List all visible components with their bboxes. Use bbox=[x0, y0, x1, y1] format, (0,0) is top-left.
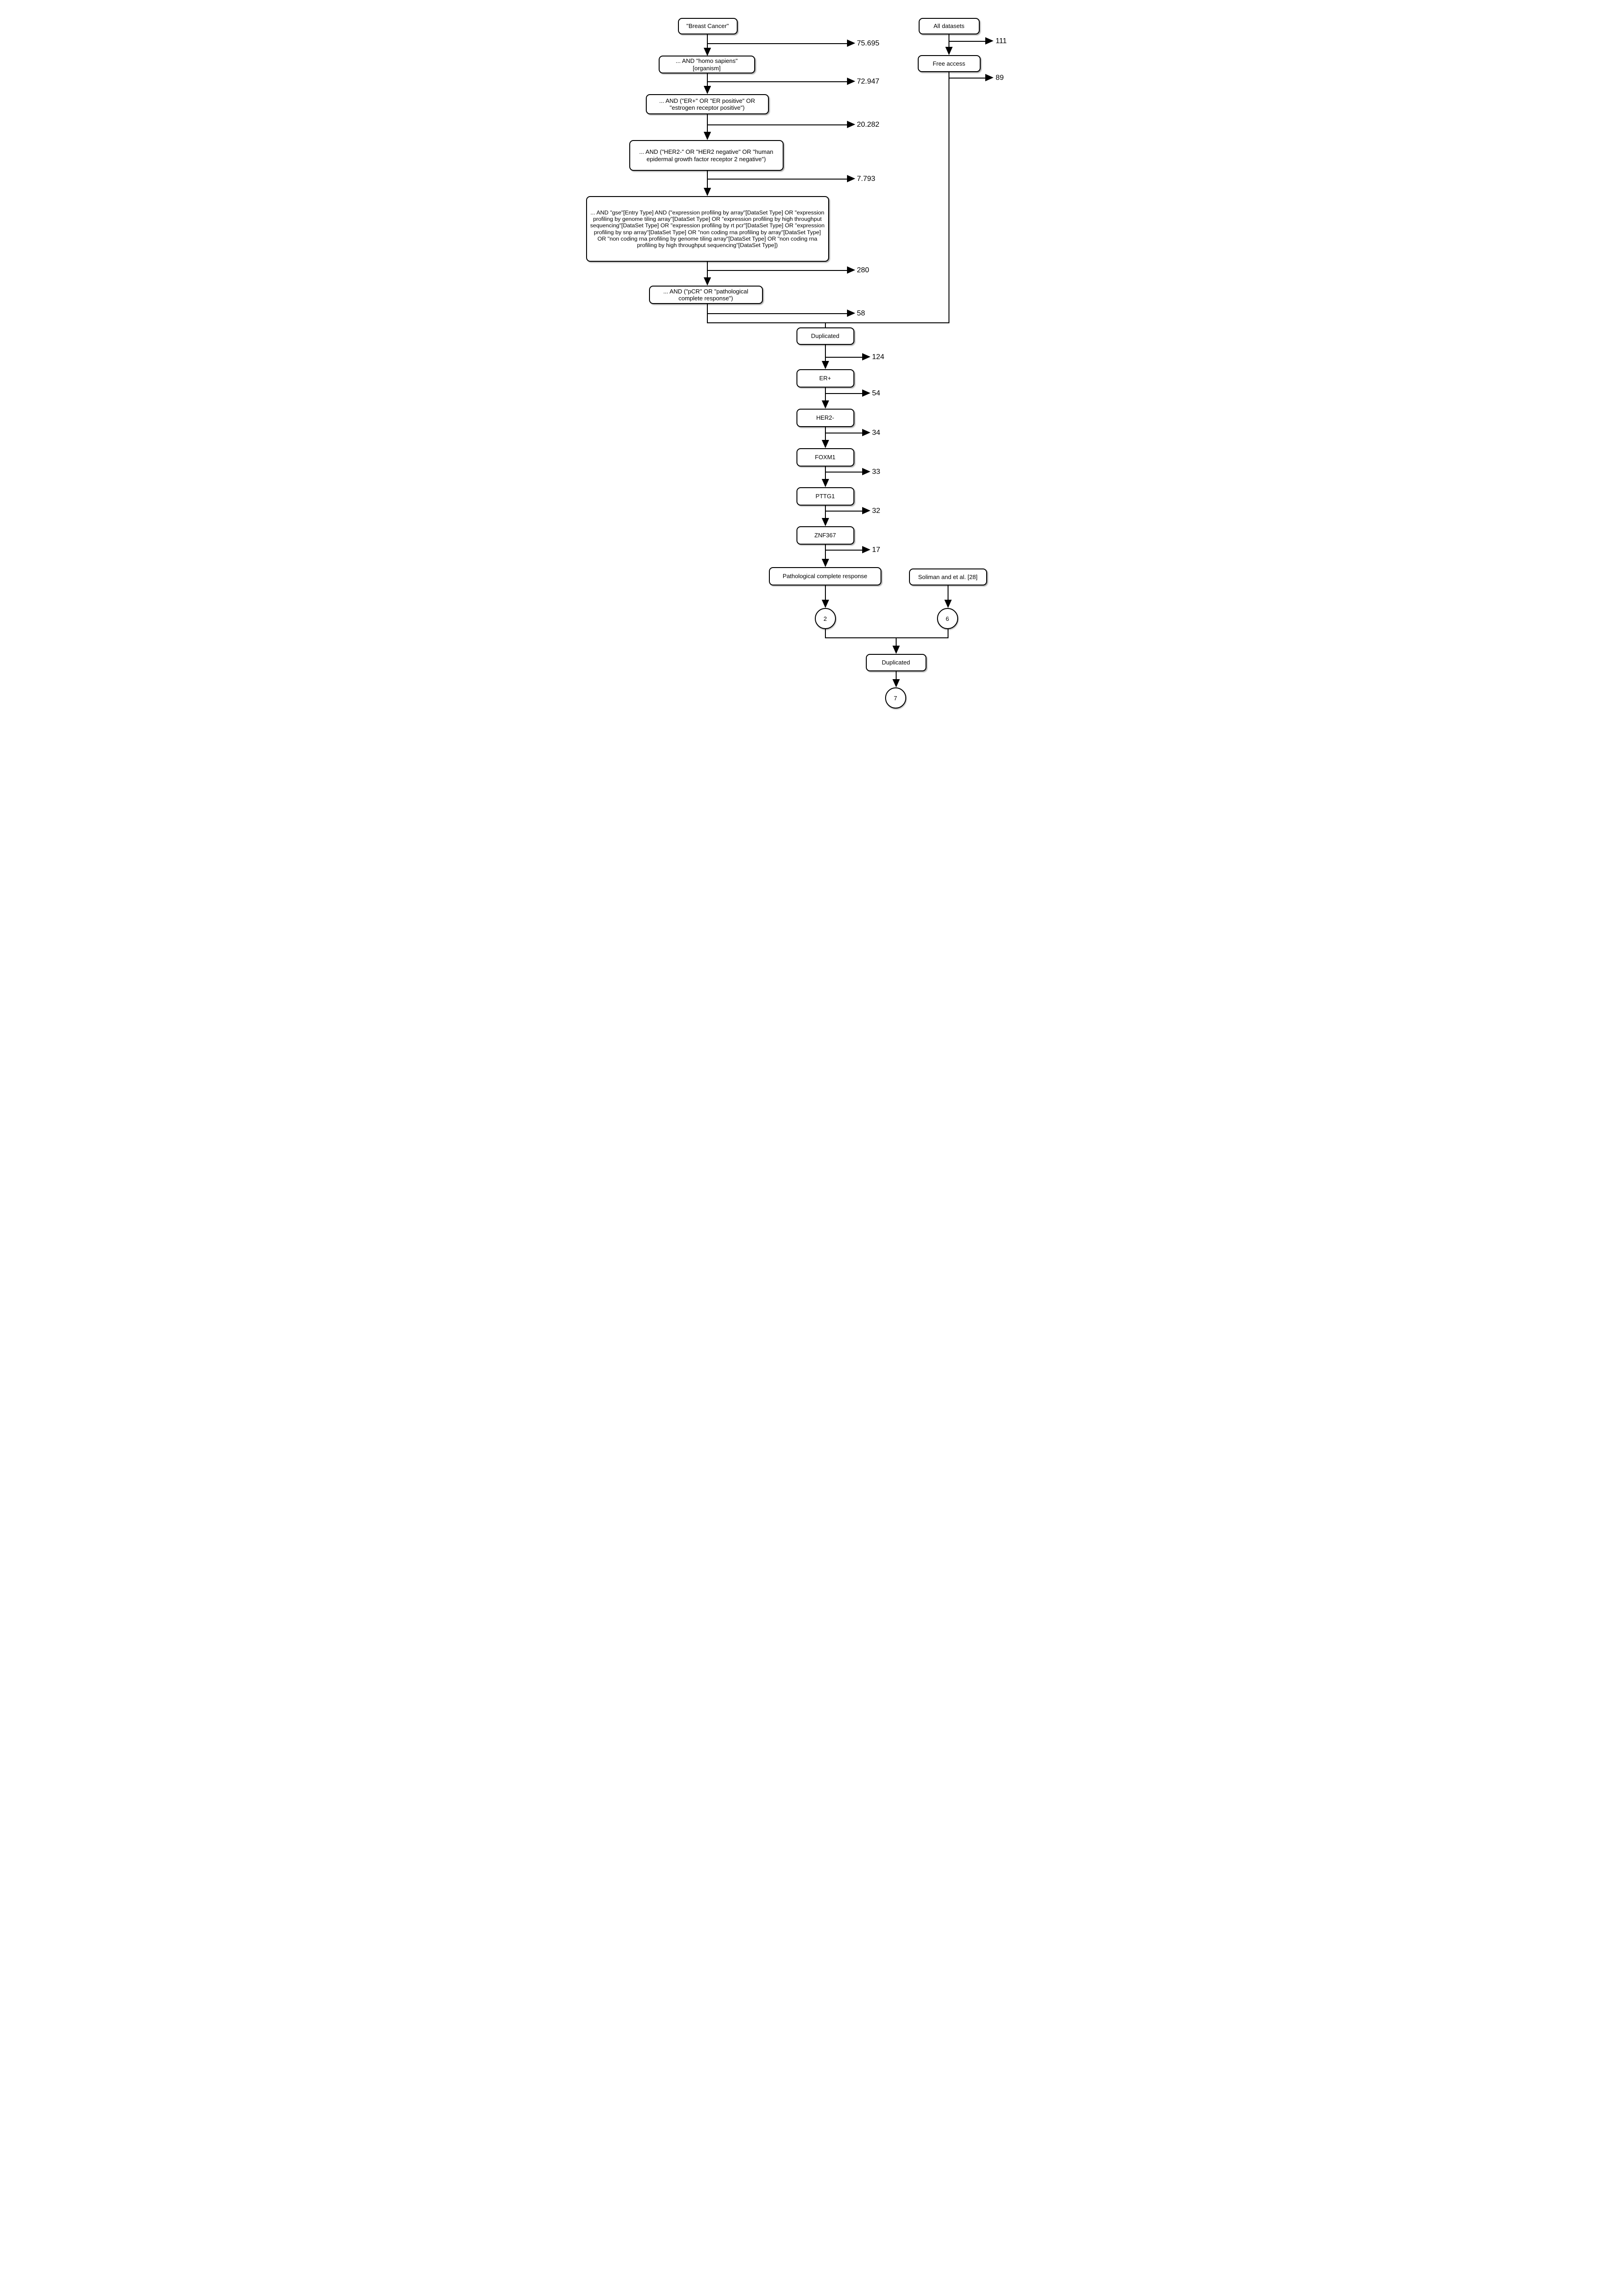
connector-homo-to-er bbox=[706, 73, 708, 87]
count-label: 34 bbox=[872, 429, 881, 437]
branch-pttg1-excluded bbox=[825, 511, 863, 512]
arrowhead-right-icon bbox=[862, 546, 870, 553]
arrowhead-right-icon bbox=[862, 468, 870, 475]
node-duplicated-final: Duplicated bbox=[865, 654, 926, 671]
node-result-pcr-circle: 2 bbox=[814, 608, 836, 629]
merge-line-results bbox=[825, 637, 949, 638]
arrowhead-down-icon bbox=[821, 361, 829, 369]
connector-soliman-to-circle6 bbox=[947, 585, 949, 601]
arrowhead-down-icon bbox=[821, 600, 829, 608]
arrowhead-down-icon bbox=[892, 646, 900, 654]
arrowhead-down-icon bbox=[821, 440, 829, 448]
node-er-query: ... AND ("ER+" OR "ER positive" OR "estr… bbox=[645, 94, 769, 114]
node-her2-query: ... AND ("HER2-" OR "HER2 negative" OR "… bbox=[629, 140, 784, 171]
flowchart-canvas: "Breast Cancer" ... AND "homo sapiens" [… bbox=[569, 0, 1029, 724]
node-er-plus: ER+ bbox=[796, 369, 854, 388]
node-pcr-query: ... AND ("pCR" OR "pathological complete… bbox=[649, 286, 763, 304]
node-free-access: Free access bbox=[917, 55, 981, 72]
arrowhead-down-icon bbox=[821, 479, 829, 487]
count-label: 7.793 bbox=[857, 175, 875, 183]
count-label: 72.947 bbox=[857, 78, 880, 85]
count-label: 17 bbox=[872, 546, 881, 554]
arrowhead-down-icon bbox=[703, 188, 711, 196]
arrowhead-down-icon bbox=[703, 48, 711, 56]
connector-circle6-to-merge bbox=[947, 629, 949, 638]
count-label: 33 bbox=[872, 468, 881, 476]
arrowhead-down-icon bbox=[703, 277, 711, 286]
arrowhead-right-icon bbox=[985, 37, 994, 45]
connector-pcrfinal-to-circle2 bbox=[824, 585, 826, 601]
arrowhead-right-icon bbox=[862, 429, 870, 436]
count-label: 280 bbox=[857, 266, 870, 274]
count-label: 124 bbox=[872, 353, 885, 361]
count-label: 20.282 bbox=[857, 121, 880, 129]
arrowhead-right-icon bbox=[847, 78, 855, 85]
connector-znf367-to-pcrfinal bbox=[824, 545, 826, 560]
arrowhead-down-icon bbox=[703, 132, 711, 140]
branch-duplicated-excluded bbox=[825, 357, 863, 358]
arrowhead-right-icon bbox=[862, 353, 870, 360]
arrowhead-right-icon bbox=[847, 39, 855, 47]
branch-pcr-excluded bbox=[707, 313, 847, 314]
count-label: 89 bbox=[995, 74, 1004, 82]
node-soliman: Soliman and et al. [28] bbox=[909, 568, 987, 585]
node-all-datasets: All datasets bbox=[918, 18, 980, 34]
node-result-final-circle: 7 bbox=[885, 687, 906, 709]
connector-erplus-to-her2minus bbox=[824, 388, 826, 401]
arrowhead-right-icon bbox=[847, 121, 855, 128]
arrowhead-right-icon bbox=[847, 310, 855, 317]
arrowhead-right-icon bbox=[985, 74, 994, 81]
arrowhead-down-icon bbox=[945, 47, 953, 55]
arrowhead-down-icon bbox=[821, 559, 829, 567]
count-label: 54 bbox=[872, 389, 881, 397]
arrowhead-down-icon bbox=[821, 518, 829, 526]
branch-breast-excluded bbox=[707, 43, 847, 44]
arrowhead-right-icon bbox=[862, 507, 870, 514]
arrowhead-down-icon bbox=[892, 679, 900, 687]
branch-erplus-excluded bbox=[825, 393, 863, 394]
arrowhead-down-icon bbox=[703, 86, 711, 94]
branch-er-excluded bbox=[707, 124, 847, 125]
node-result-soliman-circle: 6 bbox=[937, 608, 958, 629]
count-label: 58 bbox=[857, 310, 865, 317]
branch-freeaccess-excluded bbox=[949, 78, 986, 79]
node-pcr-final: Pathological complete response bbox=[768, 567, 881, 585]
branch-homo-excluded bbox=[707, 81, 847, 82]
count-label: 32 bbox=[872, 507, 881, 515]
merge-line-search bbox=[707, 322, 949, 323]
count-label: 111 bbox=[995, 37, 1007, 45]
branch-alldatasets-excluded bbox=[949, 41, 986, 42]
arrowhead-right-icon bbox=[847, 266, 855, 274]
node-znf367: ZNF367 bbox=[796, 526, 854, 545]
count-label: 75.695 bbox=[857, 39, 880, 47]
arrowhead-down-icon bbox=[821, 400, 829, 409]
node-homo-sapiens: ... AND "homo sapiens" [organism] bbox=[658, 56, 755, 73]
connector-gse-to-pcr bbox=[706, 262, 708, 278]
connector-er-to-her2 bbox=[706, 114, 708, 133]
node-gse-query: ... AND "gse"[Entry Type] AND ("expressi… bbox=[586, 196, 829, 262]
connector-breast-to-homo bbox=[706, 34, 708, 49]
connector-duplicated-to-erplus bbox=[824, 345, 826, 362]
arrowhead-down-icon bbox=[944, 600, 952, 608]
connector-merge-to-duplicatedfinal bbox=[895, 638, 897, 647]
branch-znf367-excluded bbox=[825, 550, 863, 551]
branch-her2-excluded bbox=[707, 179, 847, 180]
node-pttg1: PTTG1 bbox=[796, 487, 854, 506]
connector-her2-to-gse bbox=[706, 171, 708, 189]
node-duplicated-search: Duplicated bbox=[796, 327, 854, 345]
connector-foxm1-to-pttg1 bbox=[824, 467, 826, 480]
node-breast-cancer: "Breast Cancer" bbox=[678, 18, 738, 34]
connector-pcr-to-merge bbox=[706, 304, 708, 323]
branch-foxm1-excluded bbox=[825, 472, 863, 473]
connector-pttg1-to-znf367 bbox=[824, 506, 826, 519]
connector-circle2-to-merge bbox=[824, 629, 826, 638]
connector-duplicatedfinal-to-circle7 bbox=[895, 671, 897, 680]
arrowhead-right-icon bbox=[862, 389, 870, 397]
node-foxm1: FOXM1 bbox=[796, 448, 854, 467]
arrowhead-right-icon bbox=[847, 175, 855, 182]
connector-her2minus-to-foxm1 bbox=[824, 427, 826, 441]
branch-gse-excluded bbox=[707, 270, 847, 271]
node-her2-minus: HER2- bbox=[796, 409, 854, 427]
connector-merge-to-duplicated bbox=[824, 323, 826, 327]
